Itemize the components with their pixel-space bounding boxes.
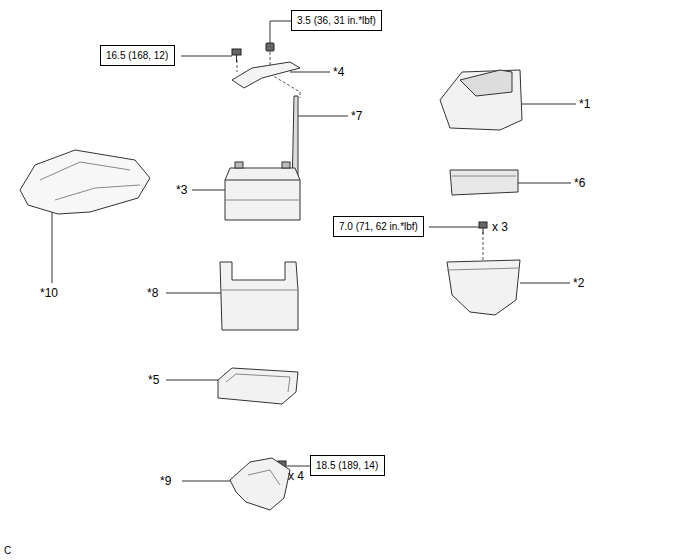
leader-line [192, 190, 226, 191]
torque-value: 3.5 (36, 31 in.*lbf) [297, 14, 376, 27]
quantity-label: x 3 [492, 220, 508, 234]
callout-number: *2 [573, 276, 584, 290]
leader-line [287, 466, 310, 467]
callout-number: *3 [176, 183, 187, 197]
leader-line [52, 212, 53, 283]
figure-code: C [4, 544, 11, 558]
torque-value: 16.5 (168, 12) [106, 49, 169, 62]
leader-line [270, 21, 291, 43]
callout-number: *8 [147, 286, 158, 300]
leader-line [518, 183, 571, 184]
torque-value: 18.5 (189, 14) [316, 459, 379, 472]
callout-number: *1 [579, 97, 590, 111]
callout-number: *5 [148, 373, 159, 387]
leader-line [429, 227, 479, 228]
torque-value: 7.0 (71, 62 in.*lbf) [339, 220, 418, 233]
leader-line [290, 72, 330, 73]
torque-spec-box: 7.0 (71, 62 in.*lbf) [333, 216, 424, 237]
leader-line [166, 293, 222, 294]
callout-number: *6 [574, 176, 585, 190]
leader-line [298, 116, 348, 117]
torque-spec-box: 18.5 (189, 14) [310, 455, 385, 476]
leader-line [520, 283, 570, 284]
torque-spec-box: 16.5 (168, 12) [100, 45, 175, 66]
callout-number: *9 [160, 474, 171, 488]
leader-line [522, 104, 576, 105]
leader-line [181, 56, 232, 57]
callout-number: *4 [333, 65, 344, 79]
callout-number: *7 [351, 109, 362, 123]
quantity-label: x 4 [288, 469, 304, 483]
leader-line [166, 380, 222, 381]
callout-number: *10 [40, 286, 58, 300]
torque-spec-box: 3.5 (36, 31 in.*lbf) [291, 10, 382, 31]
